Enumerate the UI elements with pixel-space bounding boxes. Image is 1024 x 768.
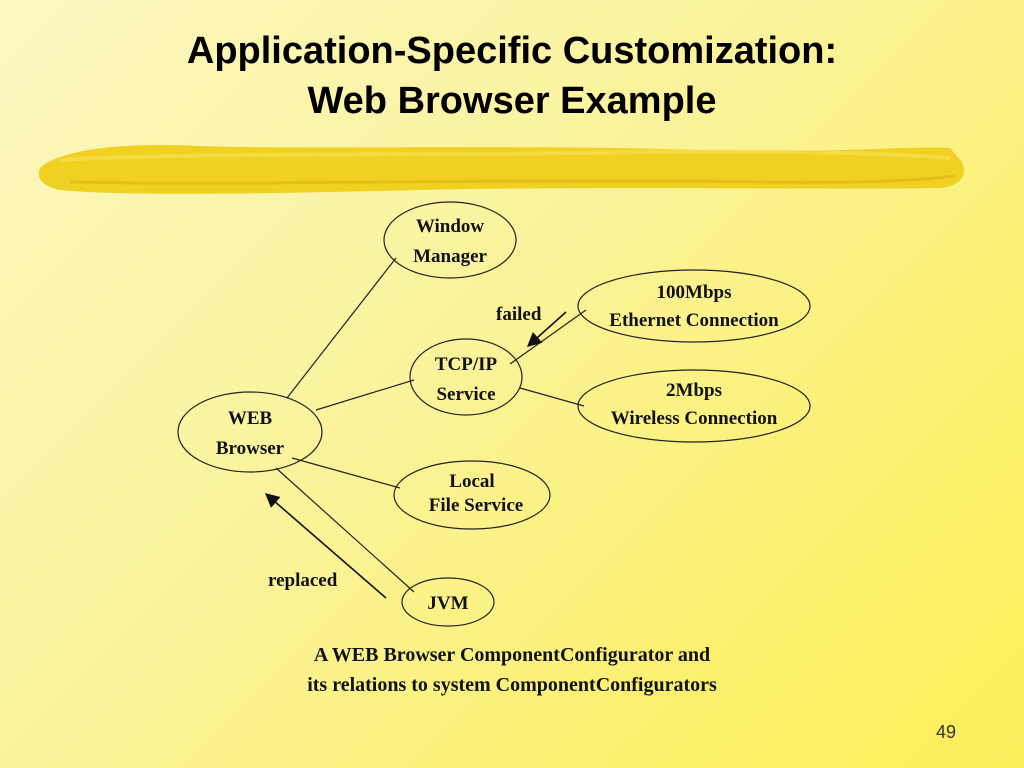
local-file-line-2: File Service bbox=[429, 495, 523, 516]
edge-browser-window-manager bbox=[286, 257, 397, 399]
tcp-ip-line-2: Service bbox=[436, 384, 495, 405]
tcp-ip-line-1: TCP/IP bbox=[435, 354, 498, 375]
edge-browser-local-file bbox=[291, 457, 401, 489]
caption-line-1: A WEB Browser ComponentConfigurator and bbox=[313, 644, 711, 666]
ethernet-line-1: 100Mbps bbox=[657, 282, 732, 303]
window-manager-line-2: Manager bbox=[413, 246, 487, 267]
title-line-1: Application-Specific Customization: bbox=[186, 30, 838, 72]
configurator-diagram: Window Manager TCP/IP Service 100Mbps Et… bbox=[177, 201, 811, 627]
node-window-manager: Window Manager bbox=[383, 201, 517, 279]
local-file-line-1: Local bbox=[449, 471, 494, 492]
jvm-label: JVM bbox=[427, 593, 468, 614]
web-browser-line-2: Browser bbox=[216, 438, 285, 459]
node-wireless-connection: 2Mbps Wireless Connection bbox=[577, 369, 811, 443]
node-local-file-service: Local File Service bbox=[393, 460, 551, 530]
caption-line-2: its relations to system ComponentConfigu… bbox=[307, 674, 717, 696]
edge-tcp-ip-ethernet bbox=[509, 309, 587, 365]
failed-arrow bbox=[526, 311, 567, 347]
brush-stroke-underline bbox=[38, 144, 964, 194]
window-manager-line-1: Window bbox=[416, 216, 485, 237]
wireless-line-1: 2Mbps bbox=[666, 380, 722, 401]
wireless-line-2: Wireless Connection bbox=[611, 408, 778, 429]
node-jvm: JVM bbox=[401, 577, 495, 627]
replaced-label: replaced bbox=[268, 570, 338, 591]
edge-tcp-ip-wireless bbox=[519, 387, 585, 407]
title-line-2: Web Browser Example bbox=[307, 80, 717, 122]
node-ethernet-connection: 100Mbps Ethernet Connection bbox=[577, 269, 811, 343]
slide-title: Application-Specific Customization: Web … bbox=[0, 26, 1024, 126]
node-web-browser: WEB Browser bbox=[177, 391, 323, 473]
edge-browser-tcp-ip bbox=[315, 379, 415, 411]
edge-browser-jvm bbox=[275, 467, 415, 593]
failed-label: failed bbox=[496, 304, 542, 325]
page-number: 49 bbox=[935, 722, 956, 742]
ethernet-line-2: Ethernet Connection bbox=[609, 310, 779, 331]
web-browser-line-1: WEB bbox=[228, 408, 273, 429]
replaced-arrow bbox=[264, 493, 387, 599]
node-tcp-ip-service: TCP/IP Service bbox=[409, 338, 523, 416]
